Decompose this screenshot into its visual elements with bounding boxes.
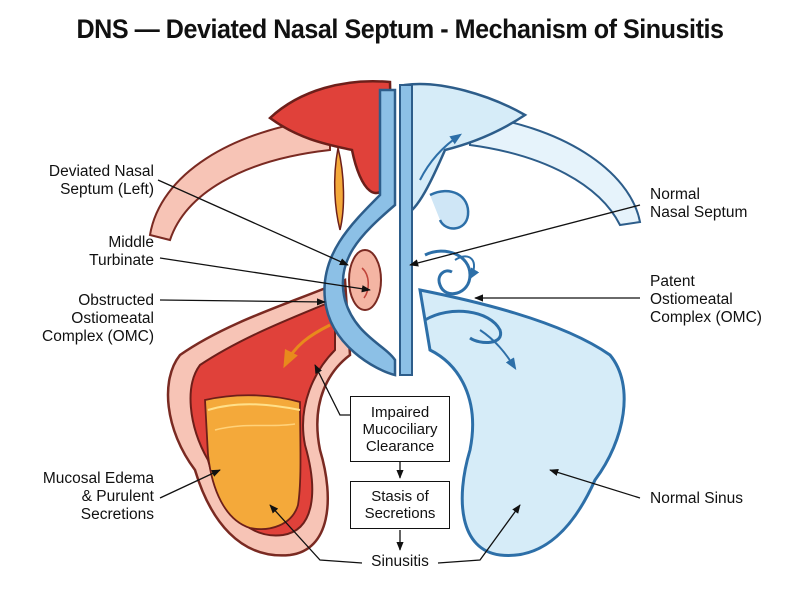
right-normal-side <box>399 82 642 557</box>
left-frontal-sinus <box>268 80 394 195</box>
label-sinusitis: Sinusitis <box>371 553 429 570</box>
label-normal-sinus: Normal Sinus <box>650 490 744 507</box>
diagram-title: DNS — Deviated Nasal Septum - Mechanism … <box>76 14 724 44</box>
obstructed-flow-arrow <box>283 323 331 369</box>
airflow-arrow-2 <box>454 255 480 281</box>
left-diseased-side <box>148 80 397 557</box>
right-turbinate-middle <box>424 249 472 296</box>
airflow-arrow-1 <box>419 133 462 181</box>
right-frontal-sinus <box>403 82 528 217</box>
right-turbinate-upper <box>429 189 470 230</box>
left-pus-fluid <box>204 394 302 530</box>
right-turbinate-lower <box>424 309 503 344</box>
airflow-arrow-3 <box>479 329 517 371</box>
middle-turbinate-shape <box>348 249 382 311</box>
right-maxillary-shell <box>418 288 626 557</box>
normal-septum-shape <box>399 84 413 376</box>
leader-lines <box>157 179 641 564</box>
